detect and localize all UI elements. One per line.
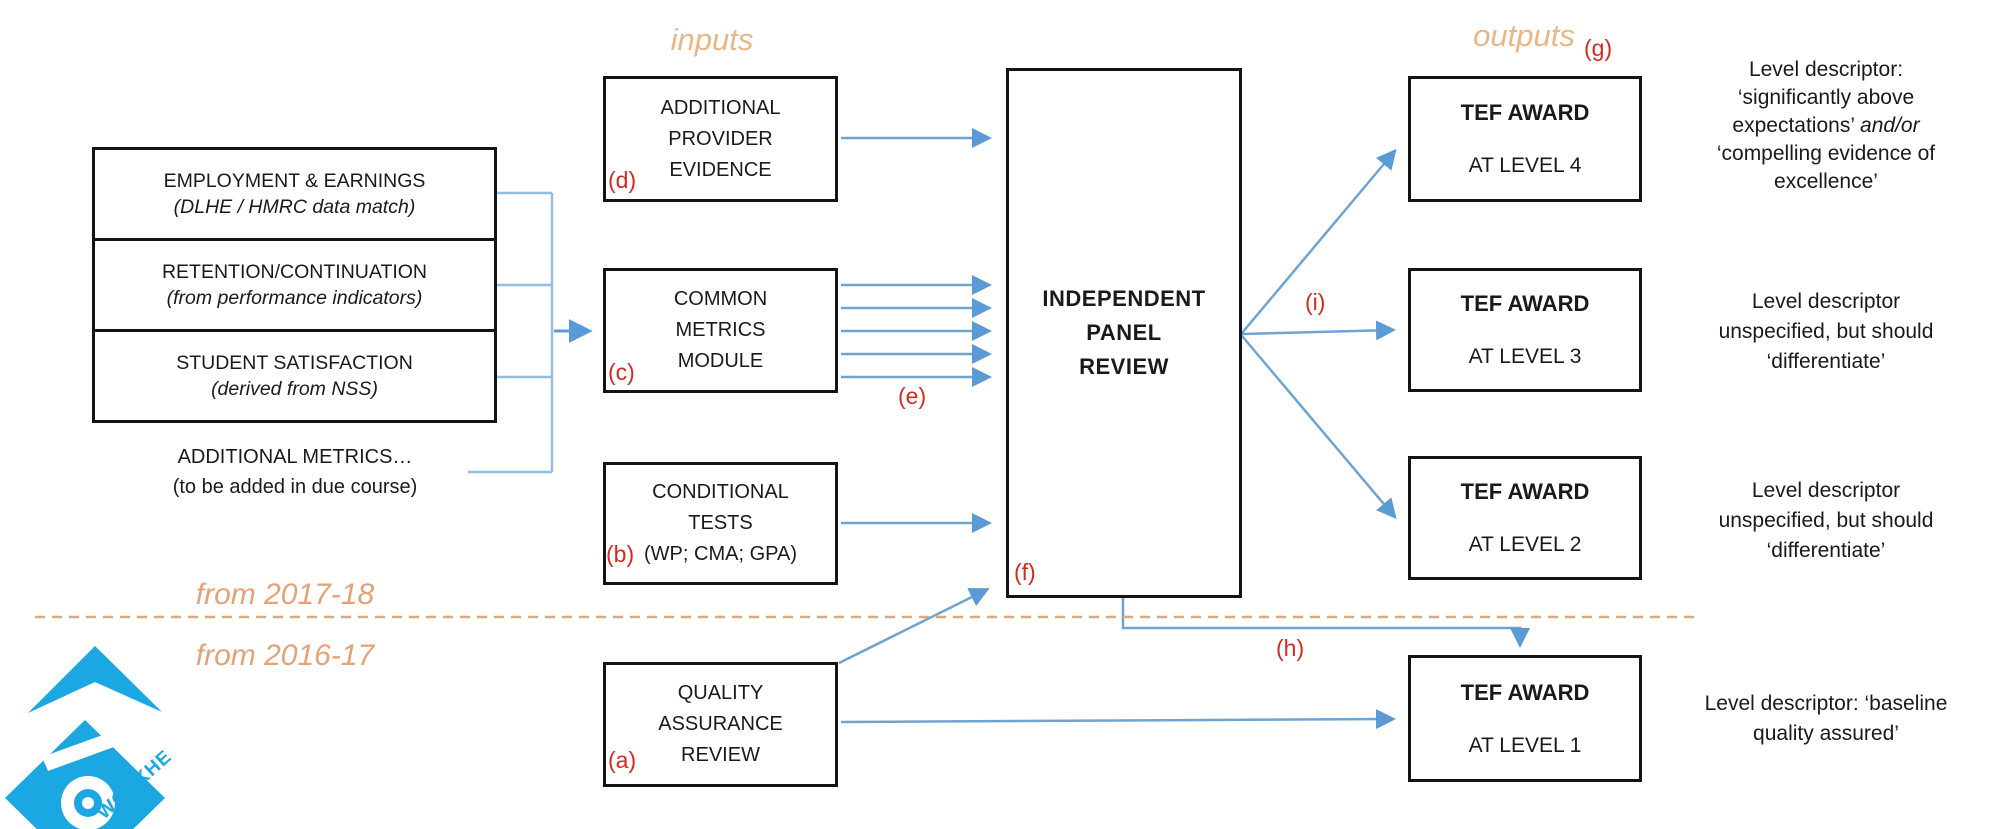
level4-descriptor: Level descriptor: ‘significantly above e… (1658, 56, 1994, 196)
logo-chevron-shape (28, 646, 162, 713)
metrics-row-retention: RETENTION/CONTINUATION (from performance… (95, 238, 494, 329)
outputs-zone-label: outputs (1473, 18, 1575, 53)
additional-metrics-line1: ADDITIONAL METRICS… (177, 446, 413, 468)
award-title: TEF AWARD (1460, 479, 1590, 504)
award-level: AT LEVEL 3 (1468, 345, 1582, 368)
box-line: QUALITY (677, 682, 764, 704)
metrics-row-employment: EMPLOYMENT & EARNINGS (DLHE / HMRC data … (95, 150, 494, 238)
level1-descriptor: Level descriptor: ‘baseline quality assu… (1658, 689, 1994, 749)
arrow-panel-to-level2 (1241, 335, 1397, 520)
quality-assurance-review-box: QUALITY ASSURANCE REVIEW (603, 662, 838, 787)
arrow-quality-assurance-to-panel (838, 588, 990, 665)
descriptor-line: Level descriptor (1751, 479, 1901, 502)
marker-d: (d) (608, 167, 637, 193)
arrow-quality-assurance-to-level1 (840, 709, 1396, 730)
logo-diamond-shape (5, 720, 165, 829)
box-line: TESTS (688, 512, 753, 534)
metrics-row-satisfaction: STUDENT SATISFACTION (derived from NSS) (95, 329, 494, 420)
descriptor-line: ‘differentiate’ (1766, 350, 1886, 373)
award-level: AT LEVEL 2 (1468, 533, 1582, 556)
arrow-panel-to-level3 (1241, 320, 1396, 341)
descriptor-line: expectations’ and/or (1658, 112, 1994, 140)
logo-slash-cutout (42, 725, 136, 771)
tef-award-level2-box: TEF AWARD AT LEVEL 2 (1408, 456, 1642, 580)
metrics-row-subtitle: (derived from NSS) (211, 378, 378, 400)
box-line: (WP; CMA; GPA) (644, 543, 797, 565)
metrics-row-title: STUDENT SATISFACTION (176, 352, 413, 374)
conditional-tests-box: CONDITIONAL TESTS (WP; CMA; GPA) (603, 462, 838, 585)
tef-award-level4-box: TEF AWARD AT LEVEL 4 (1408, 76, 1642, 202)
common-metrics-module-box: COMMON METRICS MODULE (603, 268, 838, 393)
award-title: TEF AWARD (1460, 291, 1590, 316)
descriptor-line: unspecified, but should (1718, 320, 1934, 343)
wonkhe-logo: WONKHE (5, 646, 176, 829)
metrics-row-title: RETENTION/CONTINUATION (161, 261, 428, 283)
descriptor-line-part-italic: and/or (1860, 114, 1920, 137)
panel-line: PANEL (1086, 320, 1162, 345)
inputs-zone-label: inputs (670, 22, 754, 57)
descriptor-line: ‘compelling evidence of (1716, 142, 1936, 165)
descriptor-line: Level descriptor: ‘baseline (1704, 692, 1948, 715)
descriptor-line: Level descriptor: (1748, 58, 1904, 81)
award-level: AT LEVEL 4 (1468, 154, 1582, 177)
arrow-panel-to-level1 (1121, 598, 1530, 648)
marker-f: (f) (1014, 559, 1036, 585)
additional-provider-evidence-box: ADDITIONAL PROVIDER EVIDENCE (603, 76, 838, 202)
descriptor-line: Level descriptor (1751, 290, 1901, 313)
box-line: PROVIDER (668, 127, 773, 150)
box-line: EVIDENCE (669, 158, 772, 181)
level3-descriptor: Level descriptor unspecified, but should… (1658, 287, 1994, 377)
tef-award-level1-box: TEF AWARD AT LEVEL 1 (1408, 655, 1642, 782)
independent-panel-review-box: INDEPENDENT PANEL REVIEW (1006, 68, 1242, 598)
descriptor-line: unspecified, but should (1718, 509, 1934, 532)
panel-line: REVIEW (1079, 354, 1169, 379)
marker-g: (g) (1584, 35, 1613, 61)
marker-e: (e) (898, 383, 927, 409)
logo-ring-inner (82, 797, 94, 809)
core-metrics-box: EMPLOYMENT & EARNINGS (DLHE / HMRC data … (92, 147, 497, 423)
descriptor-line-part: expectations’ (1732, 114, 1861, 137)
descriptor-line: quality assured’ (1753, 722, 1899, 745)
additional-metrics-line2: (to be added in due course) (172, 476, 418, 498)
metrics-bracket (468, 191, 554, 474)
box-line: REVIEW (681, 744, 760, 766)
award-title: TEF AWARD (1460, 679, 1590, 705)
additional-metrics-note: ADDITIONAL METRICS… (to be added in due … (120, 442, 470, 502)
award-title: TEF AWARD (1460, 100, 1590, 125)
panel-line: INDEPENDENT (1042, 286, 1206, 311)
marker-c: (c) (608, 359, 635, 385)
box-line: ASSURANCE (658, 713, 783, 735)
level2-descriptor: Level descriptor unspecified, but should… (1658, 476, 1994, 566)
box-line: CONDITIONAL (652, 481, 789, 503)
box-line: ADDITIONAL (660, 96, 781, 119)
descriptor-line: excellence’ (1774, 170, 1878, 193)
award-level: AT LEVEL 1 (1468, 733, 1582, 757)
marker-a: (a) (608, 747, 637, 773)
from-2016-17-label: from 2016-17 (195, 639, 375, 672)
box-line: COMMON (673, 288, 768, 310)
marker-b: (b) (606, 541, 635, 567)
metrics-row-subtitle: (from performance indicators) (166, 287, 423, 309)
descriptor-line: ‘significantly above (1737, 86, 1915, 109)
box-line: METRICS (675, 319, 766, 341)
marker-h: (h) (1276, 635, 1305, 661)
metrics-row-title: EMPLOYMENT & EARNINGS (163, 170, 426, 192)
tef-award-level3-box: TEF AWARD AT LEVEL 3 (1408, 268, 1642, 392)
box-line: MODULE (677, 350, 764, 372)
marker-i: (i) (1305, 289, 1326, 315)
arrow-panel-to-level4 (1241, 148, 1397, 334)
arrows-common-metrics-to-panel (841, 275, 992, 387)
descriptor-line: ‘differentiate’ (1766, 539, 1886, 562)
metrics-row-subtitle: (DLHE / HMRC data match) (173, 196, 416, 218)
from-2017-18-label: from 2017-18 (195, 578, 375, 611)
